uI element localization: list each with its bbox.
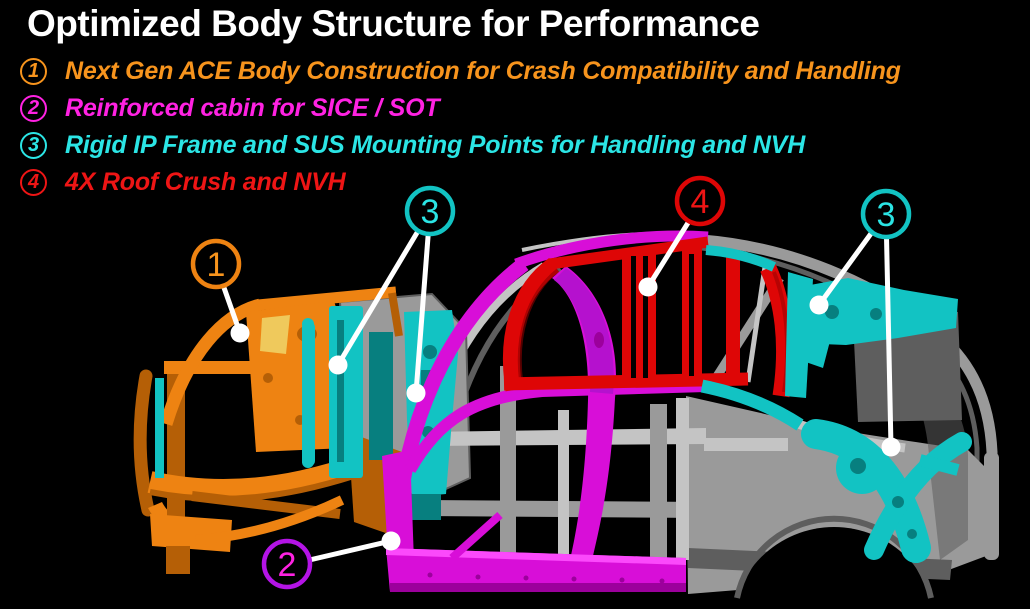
callout-4-roof: 4: [674, 175, 726, 227]
bullet-item-3: 3 Rigid IP Frame and SUS Mounting Points…: [20, 127, 1030, 164]
svg-text:4: 4: [691, 183, 710, 221]
callout-3-rear-sus: 3: [860, 188, 912, 240]
roof-bow: [726, 252, 740, 382]
a-pillar: [390, 258, 529, 525]
callout-2-cabin: 2: [261, 538, 313, 590]
bullet-4-number-badge: 4: [20, 169, 47, 196]
bullet-2-text: Reinforced cabin for SICE / SOT: [65, 94, 440, 122]
sunroof-front-arc: [503, 258, 560, 392]
callout-3-ip-frame: 3: [404, 185, 456, 237]
car-magenta-cabin: [382, 230, 709, 592]
upper-apron-rail: [159, 298, 262, 426]
bullet-3-number-badge: 3: [20, 132, 47, 159]
bullet-item-2: 2 Reinforced cabin for SICE / SOT: [20, 90, 1030, 127]
car-red-roof-structure: [503, 236, 794, 398]
bullet-item-4: 4 4X Roof Crush and NVH: [20, 164, 1030, 201]
svg-text:1: 1: [207, 246, 226, 284]
bullet-1-number-badge: 1: [20, 58, 47, 85]
text-layer: Optimized Body Structure for Performance…: [0, 0, 1030, 201]
bullet-2-number-badge: 2: [20, 95, 47, 122]
rear-bumper-beam: [984, 452, 999, 560]
beltline-rail: [404, 380, 707, 473]
callout-1-front-structure: 1: [190, 238, 242, 290]
rear-roof-pillar: [760, 264, 794, 398]
car-cyan-rear-suspension: [700, 245, 972, 563]
svg-text:3: 3: [421, 193, 440, 231]
bullet-3-text: Rigid IP Frame and SUS Mounting Points f…: [65, 131, 806, 159]
rear-beltline: [700, 379, 804, 431]
bullet-4-text: 4X Roof Crush and NVH: [65, 168, 346, 196]
bullet-item-1: 1 Next Gen ACE Body Construction for Cra…: [20, 53, 1030, 90]
page-title: Optimized Body Structure for Performance: [27, 3, 760, 44]
svg-text:2: 2: [278, 546, 297, 584]
roof-bow: [622, 249, 656, 385]
front-bumper-beam: [133, 369, 155, 517]
bullet-1-text: Next Gen ACE Body Construction for Crash…: [65, 57, 901, 85]
roof-side-rail: [514, 230, 709, 270]
callout-leader-lines: [213, 199, 901, 568]
ip-vertical-strut: [302, 322, 315, 466]
bullet-list: 1 Next Gen ACE Body Construction for Cra…: [0, 53, 1030, 201]
svg-text:3: 3: [877, 196, 896, 234]
